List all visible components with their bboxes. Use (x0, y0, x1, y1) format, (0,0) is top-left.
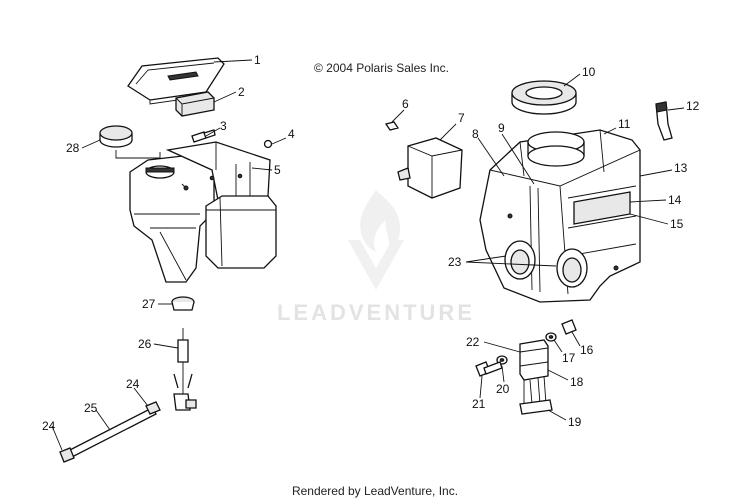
callout-24-lower: 24 (42, 419, 56, 433)
part-7-module (397, 137, 463, 199)
watermark-text: LEADVENTURE (276, 300, 475, 325)
leader-lines (51, 59, 685, 451)
part-17-washer (545, 332, 557, 342)
callout-27: 27 (142, 297, 156, 311)
part-18-mount (519, 339, 549, 381)
part-27-grommet (171, 296, 195, 311)
callout-18: 18 (570, 375, 584, 389)
callout-11: 11 (618, 117, 631, 131)
callout-10: 10 (582, 65, 596, 79)
callout-21: 21 (472, 397, 486, 411)
part-16-grommet (561, 319, 577, 335)
callout-22: 22 (466, 335, 480, 349)
lower-box (205, 195, 277, 269)
callout-2: 2 (238, 85, 245, 99)
callout-4: 4 (288, 127, 295, 141)
part-2-pad (175, 91, 215, 117)
part-4-nut (263, 139, 273, 149)
part-24-clamp-upper (145, 401, 161, 415)
copyright-notice: © 2004 Polaris Sales Inc. (314, 61, 449, 75)
callout-28: 28 (66, 141, 80, 155)
callout-26: 26 (138, 337, 152, 351)
callout-12: 12 (686, 99, 700, 113)
part-12-clip (655, 101, 673, 141)
callout-3: 3 (220, 119, 227, 133)
callout-15: 15 (670, 217, 684, 231)
part-3-screw (191, 129, 216, 143)
part-19-strap (519, 375, 553, 415)
callout-1: 1 (254, 53, 261, 67)
part-24-clamp-lower (59, 447, 75, 463)
part-26-sender (173, 328, 197, 411)
callout-labels: 1 2 3 4 5 6 7 8 9 10 11 12 13 14 15 16 1… (42, 53, 700, 433)
airbox-housing (479, 129, 641, 303)
part-25-hose (65, 407, 157, 459)
reservoir-tank (129, 153, 215, 283)
part-6-clip (384, 121, 400, 131)
callout-14: 14 (668, 193, 682, 207)
part-28-cap (99, 125, 161, 159)
callout-6: 6 (402, 97, 409, 111)
callout-25: 25 (84, 401, 98, 415)
callout-24-upper: 24 (126, 377, 140, 391)
callout-7: 7 (458, 111, 465, 125)
callout-16: 16 (580, 343, 594, 357)
callout-5: 5 (274, 163, 281, 177)
footer-credit: Rendered by LeadVenture, Inc. (291, 484, 459, 498)
callout-13: 13 (674, 161, 688, 175)
callout-23: 23 (448, 255, 462, 269)
callout-8: 8 (472, 127, 479, 141)
callout-9: 9 (498, 121, 505, 135)
part-21-bolt (475, 361, 503, 377)
watermark-logo (348, 190, 404, 290)
part-10-seal (511, 80, 577, 115)
callout-20: 20 (496, 382, 510, 396)
callout-19: 19 (568, 415, 582, 429)
callout-17: 17 (562, 351, 576, 365)
